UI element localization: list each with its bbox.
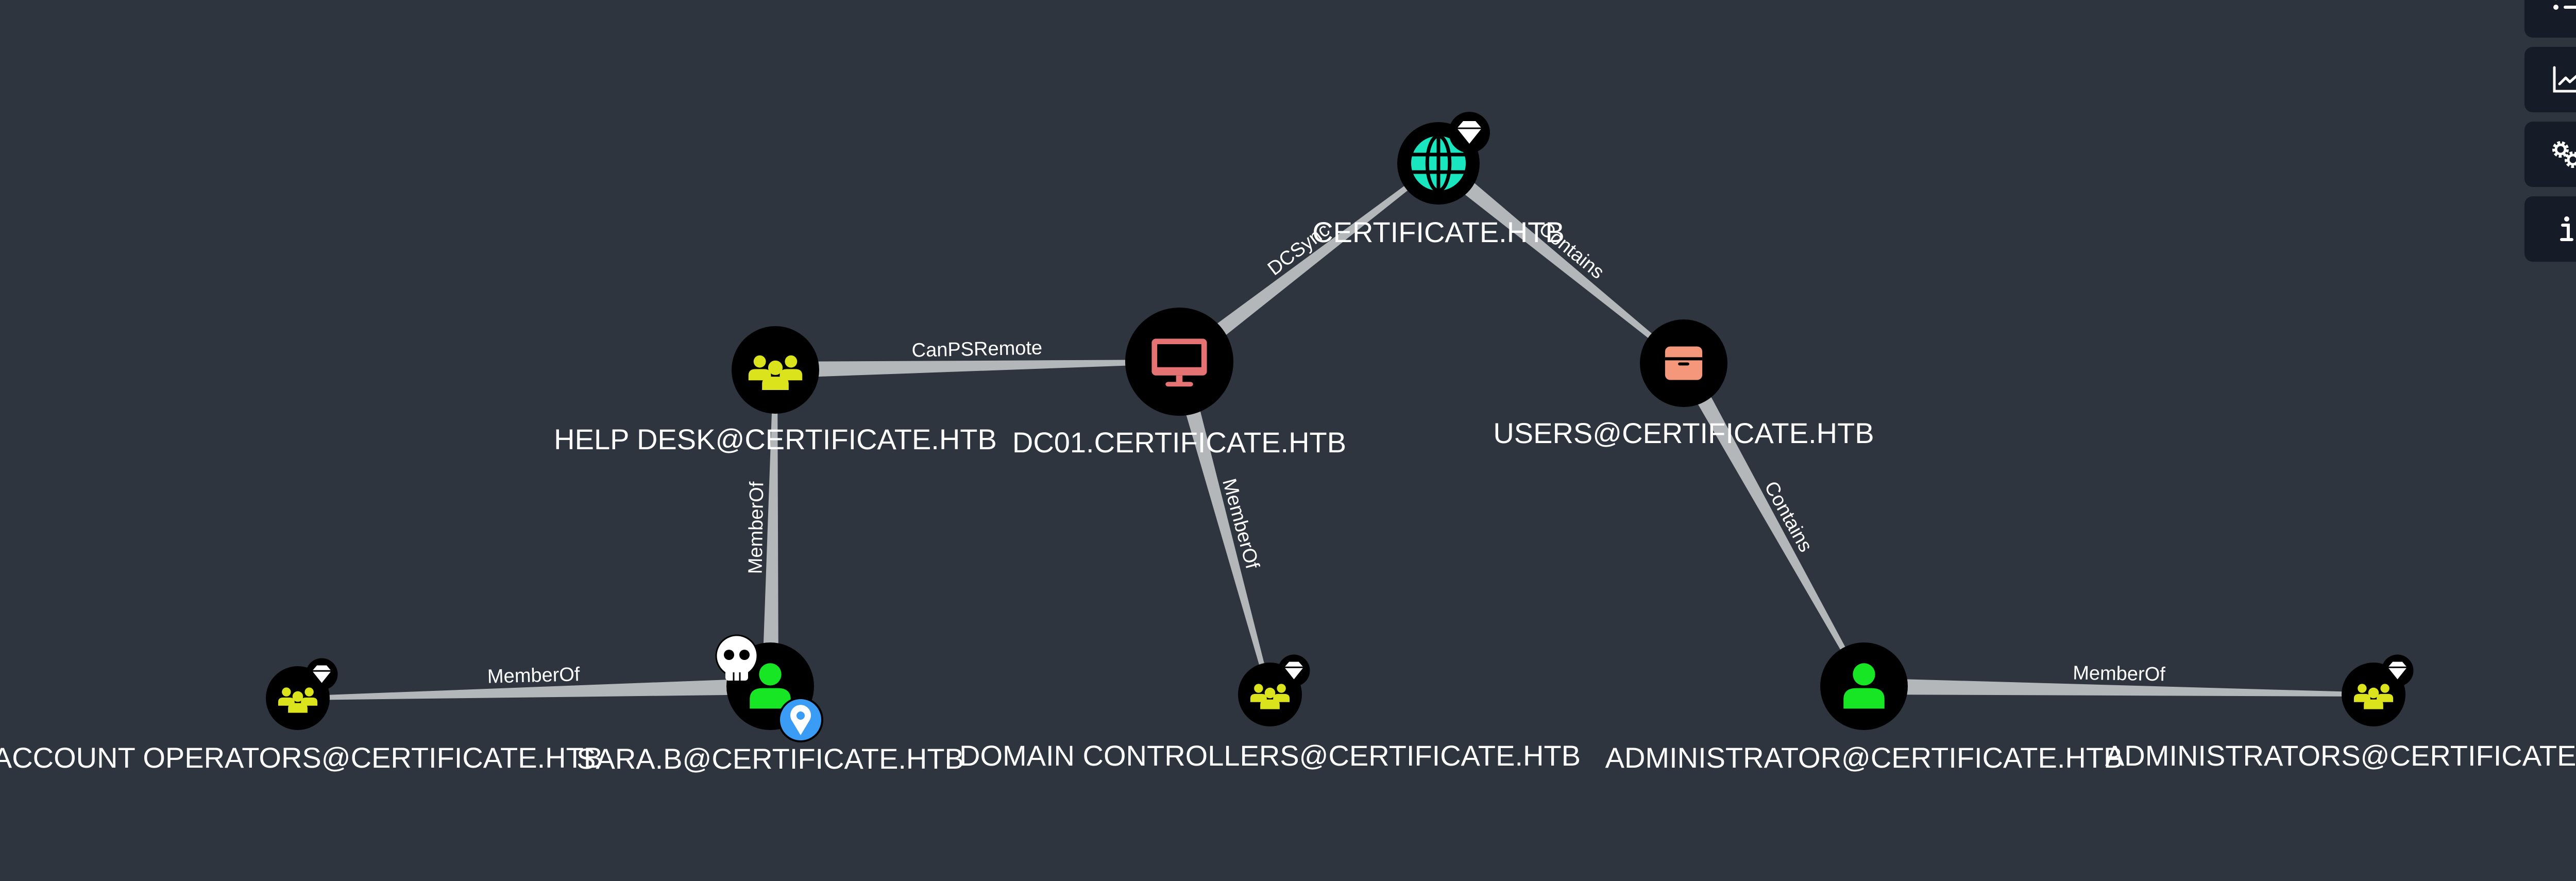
info-icon: [2560, 216, 2573, 241]
diamond-icon: [1449, 112, 1490, 153]
graph-stats-button[interactable]: [2524, 47, 2576, 112]
edge-line[interactable]: [1171, 359, 1272, 696]
group-icon: [748, 355, 803, 391]
node-sara[interactable]: SARA.B@CERTIFICATE.HTB: [577, 634, 964, 775]
node-accountops[interactable]: ACCOUNT OPERATORS@CERTIFICATE.HTB: [0, 658, 603, 774]
node-domaincontrollers[interactable]: DOMAIN CONTROLLERS@CERTIFICATE.HTB: [959, 654, 1581, 772]
computer-icon: [1151, 338, 1207, 387]
edge-contains[interactable]: Contains: [1676, 359, 1866, 687]
edge-line[interactable]: [1676, 359, 1866, 687]
chart-line-icon: [2553, 66, 2576, 92]
edge-label: MemberOf: [745, 481, 768, 574]
user-icon: [1843, 663, 1885, 709]
gears-icon: [2552, 141, 2576, 168]
edge-line[interactable]: [1174, 161, 1440, 368]
info-button[interactable]: [2524, 196, 2576, 262]
node-label: ACCOUNT OPERATORS@CERTIFICATE.HTB: [0, 741, 603, 774]
nodes-layer: CERTIFICATE.HTB DC01.CERTIFICATE.HTB HELP …: [0, 112, 2576, 775]
edge-line[interactable]: [762, 369, 778, 687]
skull-icon: [715, 634, 758, 681]
query-list-button[interactable]: [2524, 0, 2576, 38]
node-administrator[interactable]: ADMINISTRATOR@CERTIFICATE.HTB: [1605, 642, 2123, 774]
edge-line[interactable]: [1863, 678, 2374, 697]
diamond-icon: [2381, 654, 2414, 687]
edge-label: MemberOf: [2073, 663, 2166, 686]
edge-canpsremote[interactable]: CanPSRemote: [775, 337, 1180, 378]
edge-line[interactable]: [297, 678, 771, 700]
group-icon: [278, 687, 318, 713]
pin-icon: [778, 697, 823, 742]
edge-line[interactable]: [1433, 157, 1685, 365]
settings-button[interactable]: [2524, 122, 2576, 187]
node-administrators[interactable]: ADMINISTRATORS@CERTIFICATE.HTB: [2105, 654, 2576, 772]
node-label: DOMAIN CONTROLLERS@CERTIFICATE.HTB: [959, 739, 1581, 772]
ou-box-icon: [1665, 346, 1703, 380]
node-circle[interactable]: [1820, 642, 1908, 730]
edge-label: MemberOf: [487, 664, 580, 687]
node-label: USERS@CERTIFICATE.HTB: [1493, 417, 1874, 449]
group-icon: [2353, 684, 2394, 709]
node-helpdesk[interactable]: HELP DESK@CERTIFICATE.HTB: [554, 326, 997, 455]
node-label: ADMINISTRATORS@CERTIFICATE.HTB: [2105, 739, 2576, 772]
graph-toolbar: [2524, 0, 2576, 262]
edge-memberof[interactable]: MemberOf: [297, 664, 771, 700]
node-users[interactable]: USERS@CERTIFICATE.HTB: [1493, 319, 1874, 449]
node-dc01[interactable]: DC01.CERTIFICATE.HTB: [1012, 308, 1346, 459]
node-domain[interactable]: CERTIFICATE.HTB: [1312, 112, 1565, 248]
diamond-icon: [1278, 654, 1310, 687]
group-icon: [1250, 684, 1290, 709]
node-label: SARA.B@CERTIFICATE.HTB: [577, 742, 964, 775]
edge-memberof[interactable]: MemberOf: [1863, 663, 2374, 697]
globe-icon: [1410, 134, 1467, 193]
node-label: CERTIFICATE.HTB: [1312, 216, 1565, 248]
diamond-icon: [306, 658, 338, 690]
edge-memberof[interactable]: MemberOf: [745, 369, 778, 687]
checklist-icon: [2553, 0, 2576, 10]
edge-label: CanPSRemote: [911, 337, 1042, 361]
node-label: DC01.CERTIFICATE.HTB: [1012, 426, 1346, 459]
node-label: HELP DESK@CERTIFICATE.HTB: [554, 423, 997, 455]
edge-line[interactable]: [775, 360, 1180, 378]
node-label: ADMINISTRATOR@CERTIFICATE.HTB: [1605, 741, 2123, 774]
user-icon: [750, 663, 791, 709]
